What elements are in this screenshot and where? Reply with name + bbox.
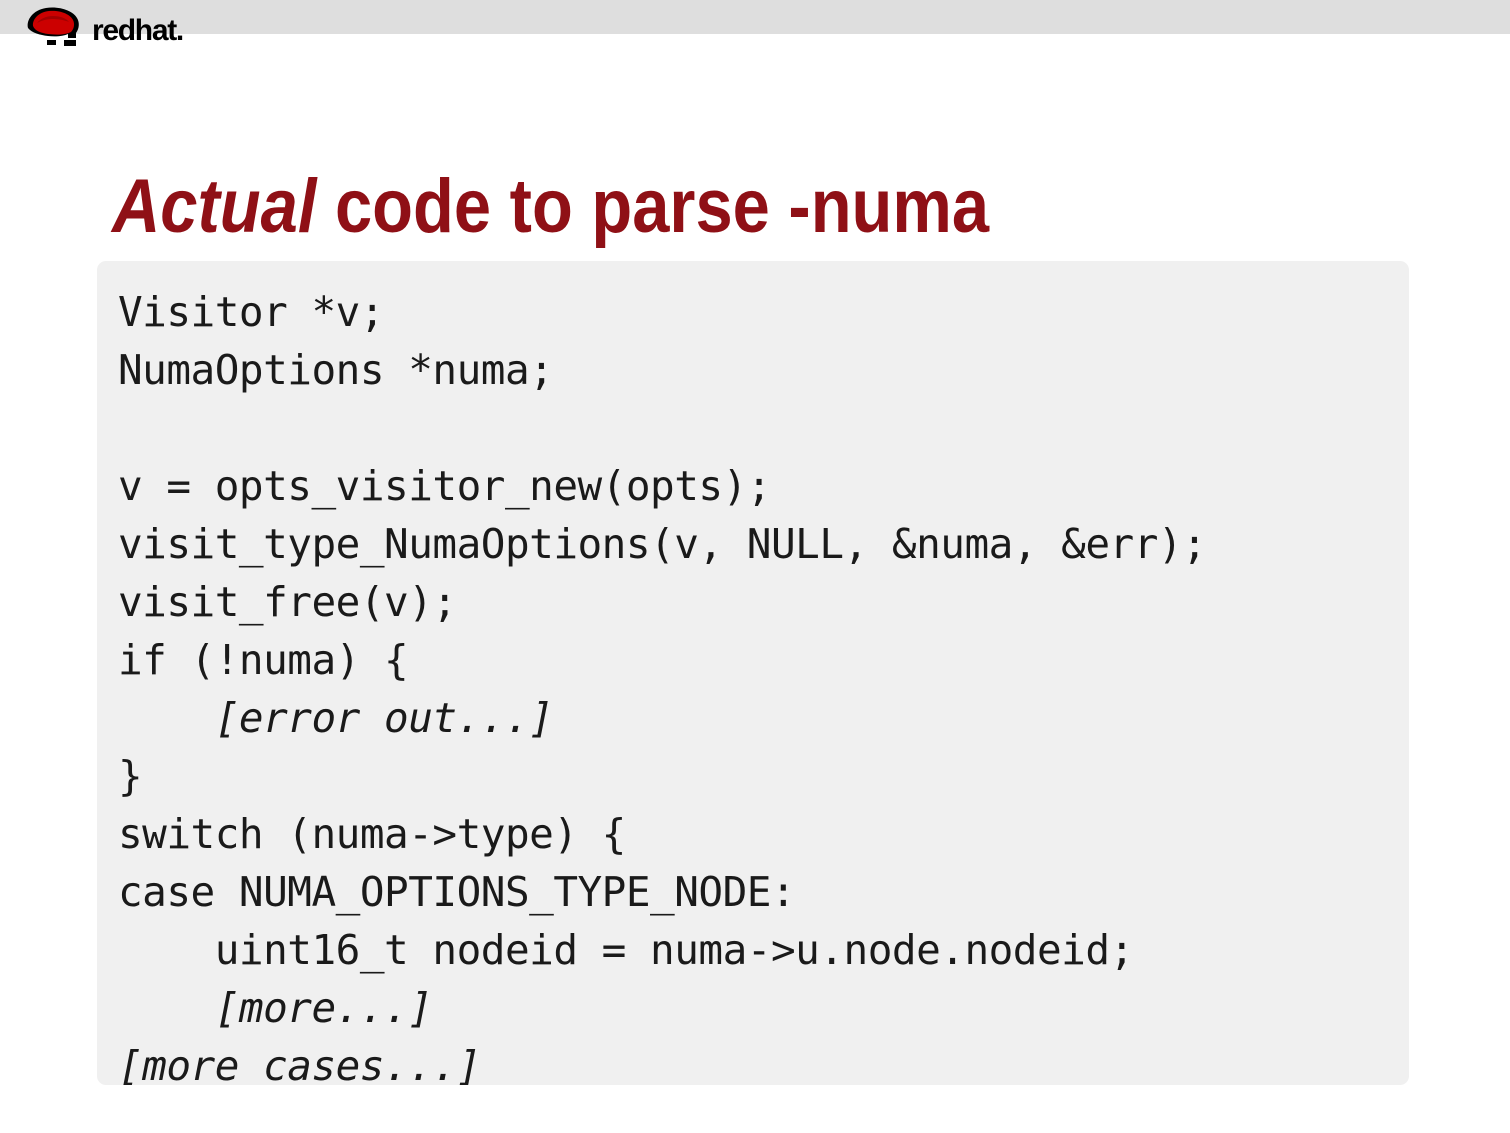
code-line: v = opts_visitor_new(opts);	[118, 462, 771, 510]
title-rest: code to parse -numa	[316, 163, 990, 249]
code-line: uint16_t nodeid = numa->u.node.nodeid;	[118, 926, 1135, 974]
code-line: }	[118, 752, 143, 800]
code-line: switch (numa->type) {	[118, 810, 626, 858]
code-block: Visitor *v; NumaOptions *numa; v = opts_vi…	[97, 261, 1409, 1085]
page-title: Actual code to parse -numa	[112, 168, 989, 245]
wordmark-red: red	[92, 14, 136, 47]
header-band	[0, 0, 1510, 34]
shadowman-icon	[27, 7, 79, 46]
code-line	[118, 399, 1389, 457]
code-line: NumaOptions *numa;	[118, 346, 554, 394]
code-lines: Visitor *v; NumaOptions *numa; v = opts_vi…	[118, 283, 1389, 1085]
code-line: visit_free(v);	[118, 578, 457, 626]
code-line: visit_type_NumaOptions(v, NULL, &numa, &…	[118, 520, 1207, 568]
wordmark-hat: hat	[134, 14, 177, 47]
wordmark-dot: .	[175, 14, 184, 47]
code-line: [error out...]	[118, 694, 554, 742]
code-line: [more cases...]	[118, 1042, 481, 1085]
code-line: [more...]	[118, 984, 433, 1032]
title-emphasis: Actual	[112, 163, 317, 249]
code-line: case NUMA_OPTIONS_TYPE_NODE:	[118, 868, 796, 916]
redhat-logo: redhat.	[20, 2, 184, 50]
code-line: Visitor *v;	[118, 288, 385, 336]
redhat-wordmark: redhat.	[92, 14, 184, 47]
code-line: if (!numa) {	[118, 636, 409, 684]
